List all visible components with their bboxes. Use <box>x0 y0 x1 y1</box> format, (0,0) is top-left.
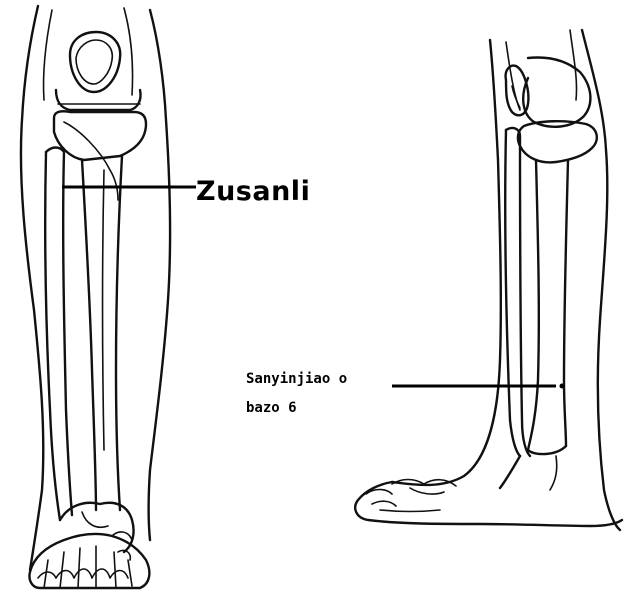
patella <box>70 32 120 92</box>
femur-condyles <box>56 90 141 110</box>
side-leg <box>355 30 622 530</box>
tibia-shaft <box>82 160 96 510</box>
front-leg-skin-left <box>21 6 43 570</box>
front-leg-skin-inner-right <box>124 8 133 95</box>
zusanli-label: Zusanli <box>196 176 310 207</box>
front-leg-skin-inner-left <box>43 10 52 100</box>
side-leg-skin-front <box>582 30 620 530</box>
side-foot <box>355 482 622 526</box>
side-femur-condyle <box>523 58 590 127</box>
front-leg <box>21 6 170 588</box>
side-ankle <box>500 456 520 488</box>
side-leg-skin-back <box>392 40 501 485</box>
side-tibia-shaft <box>528 160 539 450</box>
sanyinjiao-label-line2: bazo 6 <box>246 400 297 416</box>
sanyinjiao-label-line1: Sanyinjiao o <box>246 371 347 387</box>
front-leg-skin-right <box>149 10 171 540</box>
sanyinjiao-point <box>560 384 565 389</box>
fibula <box>46 148 72 516</box>
